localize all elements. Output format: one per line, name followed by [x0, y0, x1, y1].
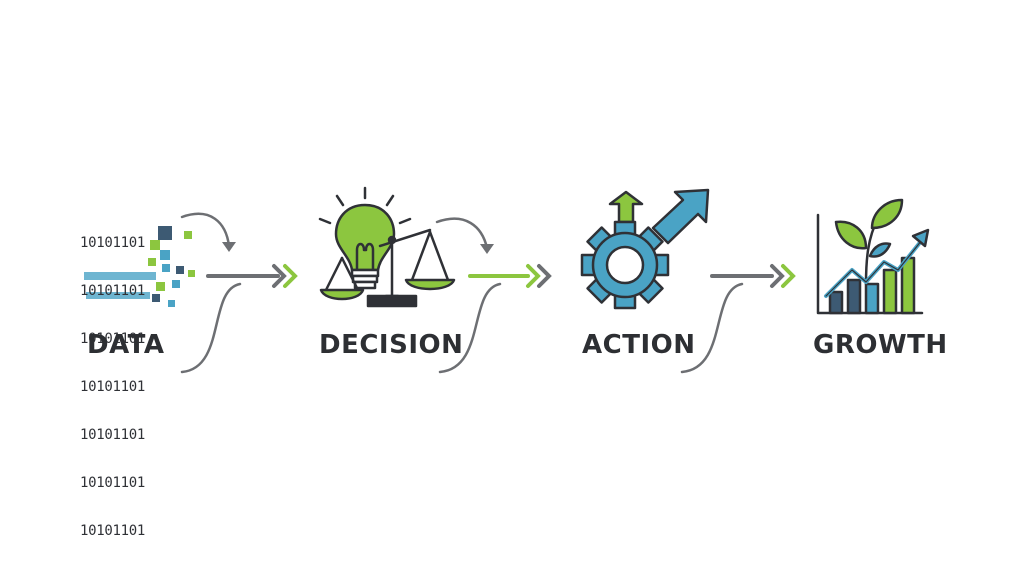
- binary-text: 10101101 10101101 10101101 10101101 1010…: [80, 203, 145, 571]
- binary-line: 10101101: [80, 235, 146, 251]
- flow-diagram: 10101101 10101101 10101101 10101101 1010…: [80, 186, 948, 539]
- gear-arrows-icon: [580, 188, 710, 310]
- step-label-action: ACTION: [582, 330, 696, 360]
- connector-1: [180, 212, 298, 374]
- step-label-decision: DECISION: [319, 330, 464, 360]
- binary-line: 10101101: [80, 283, 146, 299]
- binary-line: 10101101: [80, 475, 146, 491]
- connector-2: [435, 217, 552, 374]
- step-label-growth: GROWTH: [813, 330, 948, 360]
- binary-line: 10101101: [80, 523, 146, 539]
- plant-growth-chart-icon: [816, 198, 930, 315]
- lightbulb-scale-icon: [318, 186, 456, 308]
- diagram-graphics: [84, 186, 930, 374]
- binary-line: 10101101: [80, 427, 146, 443]
- binary-line: 10101101: [80, 379, 146, 395]
- connector-3: [680, 264, 796, 374]
- binary-line: 10101101: [80, 331, 146, 347]
- step-label-data: DATA: [87, 330, 165, 360]
- data-pixels: [84, 226, 195, 307]
